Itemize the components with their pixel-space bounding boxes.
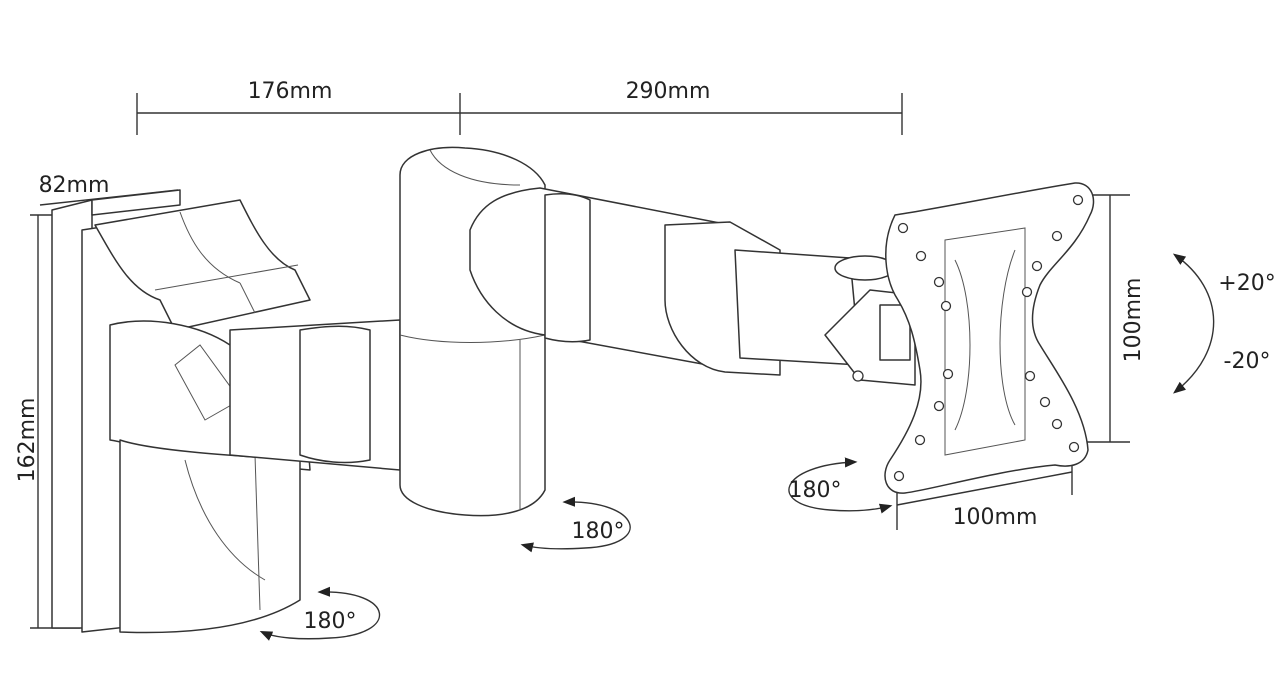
wall-bracket xyxy=(94,199,311,331)
rotation-arrow-head xyxy=(788,457,893,514)
label-vesa-vertical: 100mm xyxy=(1121,278,1146,363)
label-arm-outer: 290mm xyxy=(626,79,711,104)
label-vesa-horizontal: 100mm xyxy=(953,505,1038,530)
rotation-arrow-elbow xyxy=(520,496,631,553)
vesa-mount-holes xyxy=(893,194,1084,482)
label-tilt-down: -20° xyxy=(1224,349,1271,374)
dimension-line-top xyxy=(136,93,903,135)
label-rotation-head: 180° xyxy=(789,478,842,503)
label-rotation-elbow: 180° xyxy=(572,519,625,544)
outer-arm xyxy=(469,187,861,376)
label-wall-depth: 82mm xyxy=(39,173,110,198)
label-tilt-up: +20° xyxy=(1218,271,1275,296)
label-wall-height: 162mm xyxy=(15,398,40,483)
rotation-arrow-wall xyxy=(259,586,381,641)
label-rotation-wall: 180° xyxy=(304,609,357,634)
tilt-arrow xyxy=(1172,253,1215,394)
label-arm-inner: 176mm xyxy=(248,79,333,104)
inner-arm xyxy=(229,319,401,471)
vesa-plate xyxy=(884,182,1095,494)
